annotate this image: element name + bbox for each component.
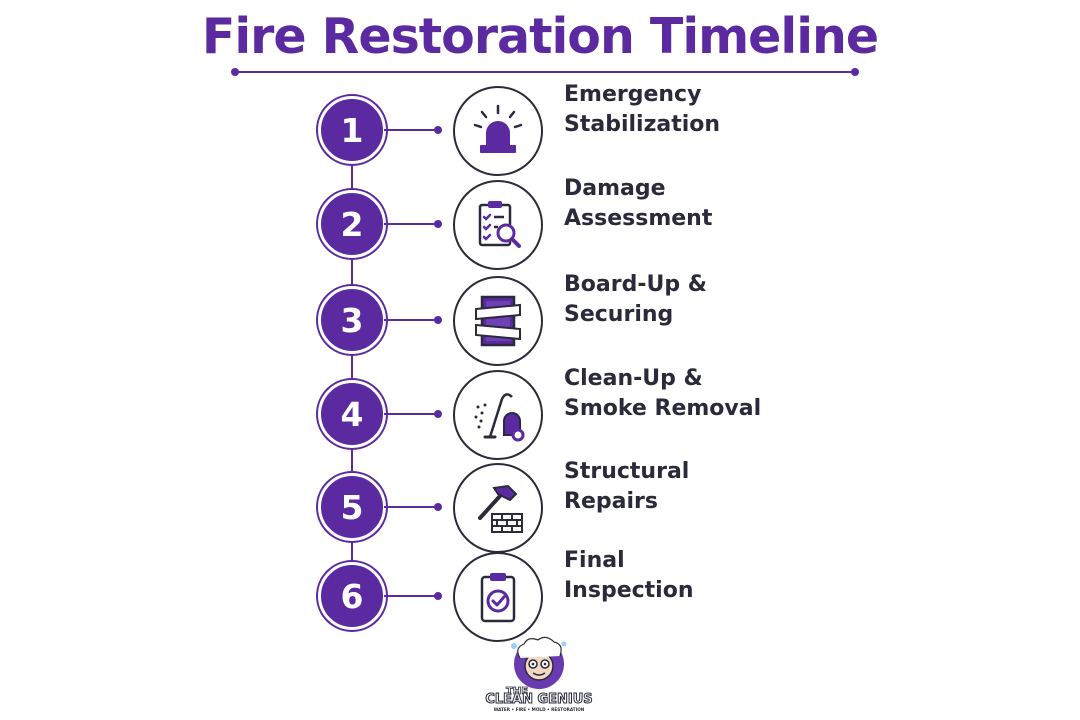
- step-connector: [384, 413, 438, 415]
- title-underline: [235, 71, 855, 73]
- step-label-line-1: Final: [564, 548, 625, 573]
- step-connector: [384, 506, 438, 508]
- step-label-line-1: Emergency: [564, 82, 702, 107]
- logo-tagline: WATER • FIRE • MOLD • RESTORATION: [494, 707, 585, 712]
- timeline-spine: [351, 128, 353, 593]
- step-connector-dot: [434, 503, 442, 511]
- step-label: Final Inspection: [564, 546, 824, 606]
- step-label-line-2: Inspection: [564, 578, 694, 603]
- hammer-bricks-icon: [453, 463, 543, 553]
- timeline-step-1: 1 Emergency Stabilization: [0, 82, 1080, 190]
- step-label: Clean-Up & Smoke Removal: [564, 364, 824, 424]
- step-number-badge: 1: [318, 96, 386, 164]
- clipboard-magnifier-icon: [453, 180, 543, 270]
- step-connector: [384, 319, 438, 321]
- step-connector-dot: [434, 410, 442, 418]
- step-connector: [384, 595, 438, 597]
- siren-icon: [453, 86, 543, 176]
- clipboard-check-icon: [453, 552, 543, 642]
- boarded-window-icon: [453, 276, 543, 366]
- page-title: Fire Restoration Timeline: [201, 8, 879, 65]
- step-label-line-1: Structural: [564, 459, 690, 484]
- step-number-badge: 5: [318, 473, 386, 541]
- timeline-step-2: 2 Damage Assessment: [0, 176, 1080, 284]
- step-connector: [384, 223, 438, 225]
- step-connector-dot: [434, 126, 442, 134]
- step-label: Board-Up & Securing: [564, 270, 824, 330]
- step-connector-dot: [434, 592, 442, 600]
- step-label-line-2: Assessment: [564, 206, 713, 231]
- step-connector-dot: [434, 220, 442, 228]
- step-label-line-2: Securing: [564, 302, 674, 327]
- step-connector: [384, 129, 438, 131]
- logo-text-the: THE: [506, 686, 528, 697]
- step-label-line-1: Damage: [564, 176, 666, 201]
- step-label: Emergency Stabilization: [564, 80, 824, 140]
- timeline-step-3: 3 Board-Up & Securing: [0, 272, 1080, 380]
- step-number-badge: 6: [318, 562, 386, 630]
- step-number-badge: 4: [318, 380, 386, 448]
- clean-genius-logo: THE CLEAN GENIUS WATER • FIRE • MOLD • R…: [478, 636, 600, 714]
- step-label-line-2: Stabilization: [564, 112, 721, 137]
- timeline-step-4: 4 Clean-Up & Smoke Removal: [0, 366, 1080, 474]
- timeline-step-6: 6 Final Inspection: [0, 548, 1080, 656]
- step-number-badge: 2: [318, 190, 386, 258]
- timeline-step-5: 5 Structural Repairs: [0, 459, 1080, 567]
- title-underline-dot-left: [231, 68, 239, 76]
- step-label: Damage Assessment: [564, 174, 824, 234]
- logo-text-name: CLEAN GENIUS: [485, 692, 592, 707]
- step-label-line-2: Repairs: [564, 489, 658, 514]
- vacuum-icon: [453, 370, 543, 460]
- step-connector-dot: [434, 316, 442, 324]
- step-label-line-2: Smoke Removal: [564, 396, 762, 421]
- step-label: Structural Repairs: [564, 457, 824, 517]
- title-underline-dot-right: [851, 68, 859, 76]
- step-label-line-1: Board-Up &: [564, 272, 707, 297]
- step-label-line-1: Clean-Up &: [564, 366, 703, 391]
- step-number-badge: 3: [318, 286, 386, 354]
